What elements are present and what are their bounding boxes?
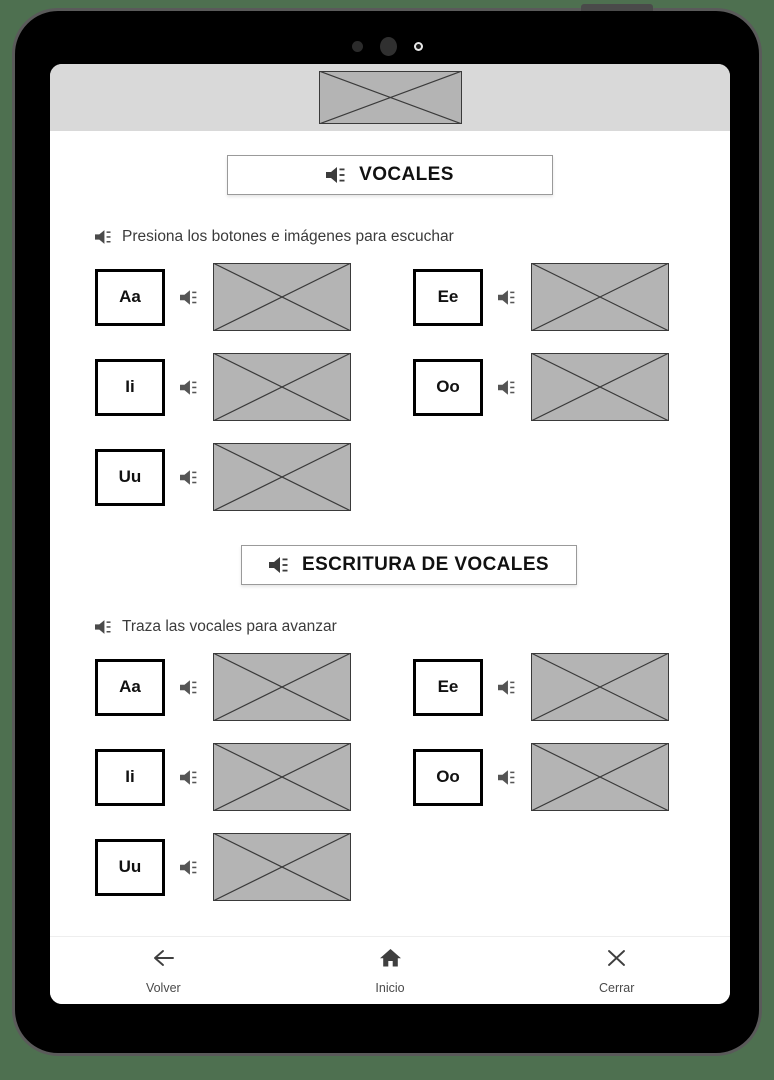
vowel-image-placeholder-ee[interactable] xyxy=(531,263,669,331)
letter-label: Ee xyxy=(437,677,459,696)
section-title-escritura-button[interactable]: ESCRITURA DE VOCALES xyxy=(241,545,577,585)
letter-label: Aa xyxy=(119,677,141,696)
arrow-left-icon xyxy=(151,947,176,974)
nav-item-cerrar[interactable]: Cerrar xyxy=(503,947,730,995)
letter-button-ee[interactable]: Ee xyxy=(413,268,483,326)
close-icon xyxy=(605,947,628,974)
letter-label: Oo xyxy=(436,767,460,786)
trace-row-aa: Aa xyxy=(72,653,390,721)
trace-letter-button-ii[interactable]: Ii xyxy=(95,748,165,806)
letter-button-aa[interactable]: Aa xyxy=(95,268,165,326)
bottom-navigation-bar: Volver Inicio Cerrar xyxy=(50,936,730,1004)
vowel-row-ii: Ii xyxy=(72,353,390,421)
section-title-label: ESCRITURA DE VOCALES xyxy=(302,554,549,575)
camera-sensor-cluster xyxy=(15,35,759,57)
speaker-icon[interactable] xyxy=(165,769,213,786)
trace-image-placeholder-oo[interactable] xyxy=(531,743,669,811)
trace-image-placeholder-ii[interactable] xyxy=(213,743,351,811)
vowel-row-aa: Aa xyxy=(72,263,390,331)
vowel-image-placeholder-uu[interactable] xyxy=(213,443,351,511)
letter-button-oo[interactable]: Oo xyxy=(413,358,483,416)
section-title-vocales-button[interactable]: VOCALES xyxy=(227,155,553,195)
letter-label: Uu xyxy=(118,467,142,486)
vowel-image-placeholder-ii[interactable] xyxy=(213,353,351,421)
vowel-grid-spacer xyxy=(390,833,708,901)
instruction-text: Traza las vocales para avanzar xyxy=(122,618,337,635)
vowel-row-oo: Oo xyxy=(390,353,708,421)
front-camera-icon xyxy=(379,36,397,56)
trace-letter-button-ee[interactable]: Ee xyxy=(413,658,483,716)
letter-label: Ii xyxy=(125,377,135,396)
letter-label: Uu xyxy=(118,857,142,876)
speaker-icon[interactable] xyxy=(483,379,531,396)
trace-image-placeholder-ee[interactable] xyxy=(531,653,669,721)
speaker-icon xyxy=(326,166,347,184)
trace-image-placeholder-aa[interactable] xyxy=(213,653,351,721)
vowel-grid-spacer xyxy=(390,443,708,511)
section-title-label: VOCALES xyxy=(359,164,454,185)
status-led-icon xyxy=(413,41,423,51)
speaker-icon[interactable] xyxy=(165,469,213,486)
speaker-icon[interactable] xyxy=(165,379,213,396)
trace-letter-button-oo[interactable]: Oo xyxy=(413,748,483,806)
speaker-icon[interactable] xyxy=(165,679,213,696)
main-content: VOCALES Presiona los botones e imágenes … xyxy=(50,131,730,936)
letter-label: Ee xyxy=(437,287,459,306)
nav-item-label: Volver xyxy=(145,980,181,995)
nav-item-volver[interactable]: Volver xyxy=(50,947,277,995)
home-icon xyxy=(379,947,402,974)
speaker-icon[interactable] xyxy=(483,769,531,786)
vowel-grid-listen: Aa xyxy=(72,263,708,511)
nav-item-label: Inicio xyxy=(375,980,405,995)
nav-item-inicio[interactable]: Inicio xyxy=(277,947,504,995)
instruction-row-trace: Traza las vocales para avanzar xyxy=(72,618,708,636)
letter-label: Aa xyxy=(119,287,141,306)
trace-row-uu: Uu xyxy=(72,833,390,901)
app-header xyxy=(50,64,730,131)
instruction-text: Presiona los botones e imágenes para esc… xyxy=(122,228,454,245)
trace-row-ee: Ee xyxy=(390,653,708,721)
power-button[interactable] xyxy=(581,4,653,11)
speaker-icon[interactable] xyxy=(95,619,113,635)
trace-letter-button-uu[interactable]: Uu xyxy=(95,838,165,896)
tablet-screen: VOCALES Presiona los botones e imágenes … xyxy=(50,64,730,1004)
speaker-icon[interactable] xyxy=(165,859,213,876)
letter-button-ii[interactable]: Ii xyxy=(95,358,165,416)
trace-row-ii: Ii xyxy=(72,743,390,811)
letter-label: Ii xyxy=(125,767,135,786)
trace-image-placeholder-uu[interactable] xyxy=(213,833,351,901)
proximity-sensor-icon xyxy=(351,40,363,52)
tablet-device-frame: VOCALES Presiona los botones e imágenes … xyxy=(12,4,762,1056)
vowel-grid-trace: Aa xyxy=(72,653,708,901)
speaker-icon xyxy=(269,556,290,574)
letter-button-uu[interactable]: Uu xyxy=(95,448,165,506)
speaker-icon[interactable] xyxy=(95,229,113,245)
speaker-icon[interactable] xyxy=(483,289,531,306)
speaker-icon[interactable] xyxy=(165,289,213,306)
instruction-row-listen: Presiona los botones e imágenes para esc… xyxy=(72,228,708,246)
letter-label: Oo xyxy=(436,377,460,396)
app-logo-placeholder xyxy=(318,71,462,124)
trace-row-oo: Oo xyxy=(390,743,708,811)
nav-item-label: Cerrar xyxy=(598,980,635,995)
vowel-image-placeholder-oo[interactable] xyxy=(531,353,669,421)
vowel-row-ee: Ee xyxy=(390,263,708,331)
speaker-icon[interactable] xyxy=(483,679,531,696)
vowel-row-uu: Uu xyxy=(72,443,390,511)
vowel-image-placeholder-aa[interactable] xyxy=(213,263,351,331)
trace-letter-button-aa[interactable]: Aa xyxy=(95,658,165,716)
